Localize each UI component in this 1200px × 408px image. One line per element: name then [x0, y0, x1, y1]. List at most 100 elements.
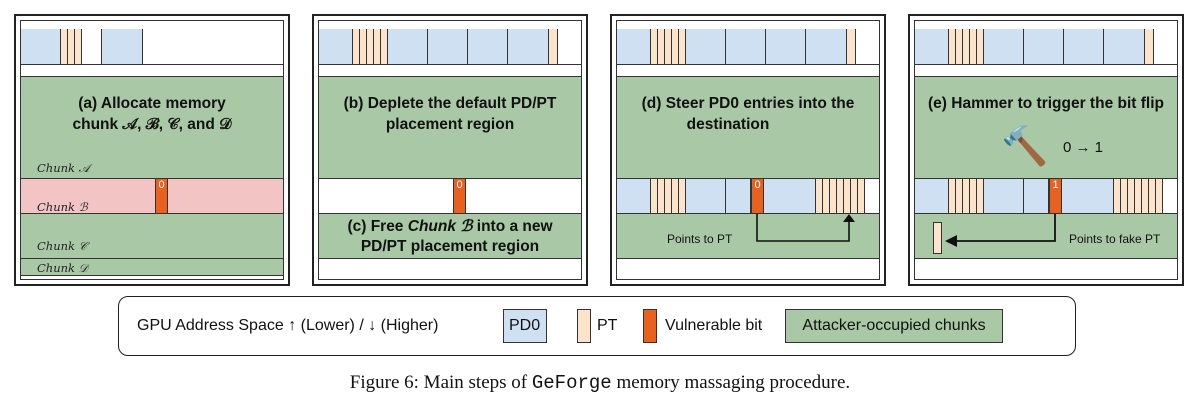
- legend-vulnerable-label: Vulnerable bit: [665, 317, 763, 334]
- pointer-region-e: Points to fake PT: [915, 214, 1177, 258]
- pt-cell: [679, 179, 686, 213]
- page-row-top-e: [915, 29, 1177, 65]
- panel-b-title-line1: (b) Deplete the default PD/PT: [343, 95, 557, 112]
- pt-cell: [549, 29, 558, 64]
- bit-flip-label: 0 → 1: [1063, 139, 1104, 156]
- pd0-cell: [428, 29, 468, 64]
- legend-attacker-label: Attacker-occupied chunks: [802, 317, 986, 334]
- legend-pd0-label: PD0: [509, 317, 541, 334]
- pd0-cell: [915, 29, 949, 64]
- panel-c-title-line1: (c) Free Chunk ℬ into a new: [319, 216, 581, 237]
- vulnerable-bit-cell: 0: [453, 179, 466, 213]
- panel-a-title-line2: chunk 𝒜, ℬ, 𝒞, and 𝒟: [72, 116, 232, 133]
- chunk-d-region: Chunk 𝒟: [21, 258, 283, 276]
- pt-cell: [1149, 179, 1156, 213]
- pt-cell: [651, 29, 658, 64]
- chunk-a-region: (a) Allocate memory chunk 𝒜, ℬ, 𝒞, and 𝒟…: [21, 76, 283, 178]
- page-row-top-d: [617, 29, 879, 65]
- memory-map-b: (b) Deplete the default PD/PT placement …: [318, 20, 582, 280]
- chunk-c-region: Chunk 𝒞: [21, 214, 283, 258]
- destination-row-d: 0: [617, 178, 879, 214]
- pt-cell: [970, 29, 977, 64]
- empty-cell: [82, 29, 102, 64]
- panel-c-chunk-name: Chunk ℬ: [407, 218, 473, 235]
- pt-cell: [830, 179, 837, 213]
- arrow-head: [843, 214, 855, 222]
- pt-cell: [977, 179, 984, 213]
- arrow-line: [756, 214, 850, 242]
- pointer-region-d: Points to PT: [617, 214, 879, 258]
- bottom-region-d: [617, 258, 879, 276]
- pt-cell: [847, 29, 856, 64]
- bit-value: 0: [754, 179, 761, 191]
- pt-cell: [353, 29, 360, 64]
- pd0-cell: [508, 29, 549, 64]
- pd0-cell: [617, 179, 651, 213]
- pd0-cell: [726, 179, 751, 213]
- legend-attacker-swatch: Attacker-occupied chunks: [785, 309, 1003, 343]
- caption-prefix: Figure 6: Main steps of: [349, 372, 532, 393]
- pd0-cell: [915, 179, 949, 213]
- pt-cell: [679, 29, 686, 64]
- page-row-top-b: [319, 29, 581, 65]
- pt-cell: [1135, 179, 1142, 213]
- pt-cell: [381, 29, 388, 64]
- panel-e: (e) Hammer to trigger the bit flip 🔨 0 →…: [908, 14, 1184, 286]
- panel-a: (a) Allocate memory chunk 𝒜, ℬ, 𝒞, and 𝒟…: [14, 14, 290, 286]
- panel-b: (b) Deplete the default PD/PT placement …: [312, 14, 588, 286]
- free-chunk-region: (c) Free Chunk ℬ into a new PD/PT placem…: [319, 214, 581, 258]
- arrow-head: [945, 235, 957, 247]
- hammer-region: (e) Hammer to trigger the bit flip 🔨 0 →…: [915, 76, 1177, 178]
- bottom-region-e: [915, 258, 1177, 276]
- pd0-cell: [766, 29, 806, 64]
- panel-c-prefix: (c) Free: [347, 218, 408, 235]
- pt-cell: [949, 29, 956, 64]
- pt-cell: [367, 29, 374, 64]
- pd0-cell: [686, 179, 726, 213]
- panel-a-title-line1: (a) Allocate memory: [78, 95, 226, 112]
- pd0-cell: [21, 29, 61, 64]
- address-space-label: GPU Address Space ↑ (Lower) / ↓ (Higher): [137, 317, 439, 334]
- panel-c-title-line2: PD/PT placement region: [360, 238, 540, 255]
- pointer-arrow-e: [945, 214, 1056, 247]
- pt-cell: [374, 29, 381, 64]
- legend-pt-swatch: [577, 309, 591, 343]
- pt-cell: [75, 29, 82, 64]
- pt-cell: [658, 179, 665, 213]
- vulnerable-bit-cell: 1: [1049, 179, 1062, 213]
- figure-caption: Figure 6: Main steps of GeForge memory m…: [0, 372, 1200, 394]
- pt-cell: [963, 29, 970, 64]
- points-to-pt-note: Points to PT: [667, 232, 733, 246]
- pt-cell: [1145, 29, 1154, 64]
- pt-cell: [851, 179, 858, 213]
- pd0-cell: [1064, 29, 1104, 64]
- pt-cell: [823, 179, 830, 213]
- pt-cell: [949, 179, 956, 213]
- pt-cell: [1128, 179, 1135, 213]
- pd0-cell: [1062, 179, 1114, 213]
- pd0-cell: [319, 29, 353, 64]
- pt-cell: [1121, 179, 1128, 213]
- pd0-cell: [806, 29, 847, 64]
- pt-cell: [1142, 179, 1149, 213]
- panel-b-title-line2: placement region: [385, 116, 515, 133]
- pt-cell: [837, 179, 844, 213]
- pt-cell: [956, 29, 963, 64]
- arrow-line: [955, 214, 1056, 242]
- legend-vulnerable-swatch: [643, 309, 657, 343]
- pt-cell: [963, 179, 970, 213]
- pt-cell: [665, 29, 672, 64]
- pd0-cell: [468, 29, 508, 64]
- caption-name: GeForge: [531, 372, 612, 394]
- pt-cell: [61, 29, 68, 64]
- memory-map-e: (e) Hammer to trigger the bit flip 🔨 0 →…: [914, 20, 1178, 280]
- pd0-cell: [984, 29, 1024, 64]
- chunk-d-label: Chunk 𝒟: [37, 261, 88, 275]
- pt-cell: [665, 179, 672, 213]
- chunk-a-label: Chunk 𝒜: [37, 161, 90, 175]
- pt-cell: [816, 179, 823, 213]
- steer-region: (d) Steer PD0 entries into the destinati…: [617, 76, 879, 178]
- page-row-top-a: [21, 29, 283, 65]
- pointer-arrow-d: [756, 214, 855, 242]
- pt-cell: [651, 179, 658, 213]
